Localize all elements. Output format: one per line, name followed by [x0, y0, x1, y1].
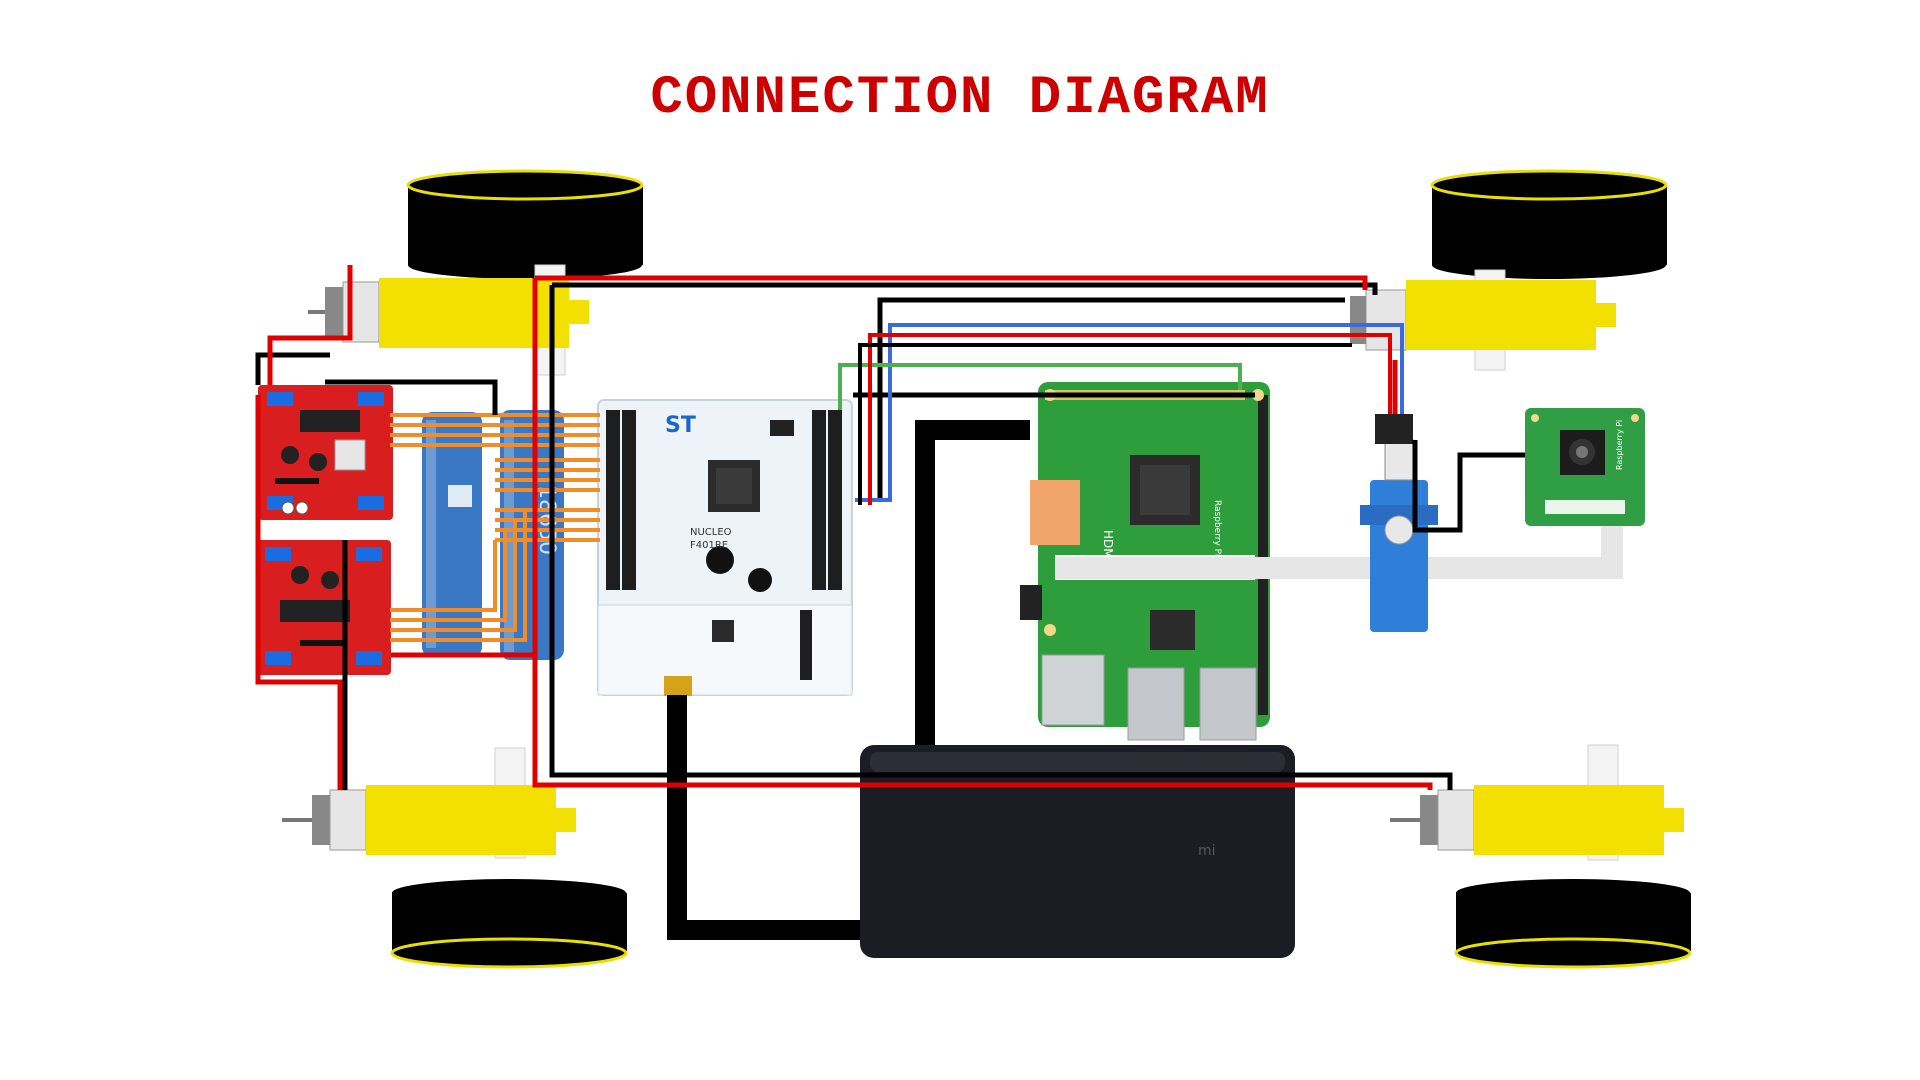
power-bank: mi: [860, 745, 1295, 958]
nucleo-part-label: F401RE: [690, 540, 728, 551]
nucleo-model-label: NUCLEO: [690, 527, 732, 538]
page-title: CONNECTION DIAGRAM: [650, 68, 1270, 129]
camera-module: Raspberry Pi: [1525, 408, 1645, 526]
gear-motor-top-right: [1350, 269, 1616, 371]
ground-wires: [255, 282, 1525, 790]
servo-motor: [1360, 414, 1438, 632]
battery-cell-left: [422, 412, 482, 657]
motor-driver-bottom: [256, 540, 391, 675]
gear-motor-bottom-right: [1390, 744, 1684, 861]
rpi-brand-label: Raspberry Pi: [1212, 500, 1222, 556]
orange-signal-wires: [390, 413, 600, 642]
rpi-hdmi-label: HDMI: [1101, 530, 1115, 562]
powerbank-logo: mi: [1198, 843, 1216, 859]
tire-top-left: [406, 169, 644, 279]
camera-brand-label: Raspberry Pi: [1615, 420, 1624, 470]
servo-signal-wires: [838, 323, 1404, 505]
tire-bottom-left: [390, 879, 628, 969]
nucleo-board: ST NUCLEO F401RE: [597, 399, 853, 696]
tire-bottom-right: [1454, 879, 1692, 969]
gear-motor-bottom-left: [282, 747, 576, 859]
camera-ribbon-cable: [1055, 525, 1623, 579]
power-bank-cables: [667, 420, 1030, 940]
power-wires: [255, 265, 1433, 790]
st-logo: ST: [665, 413, 696, 438]
tire-top-right: [1430, 169, 1668, 279]
motor-driver-top: [258, 385, 393, 520]
